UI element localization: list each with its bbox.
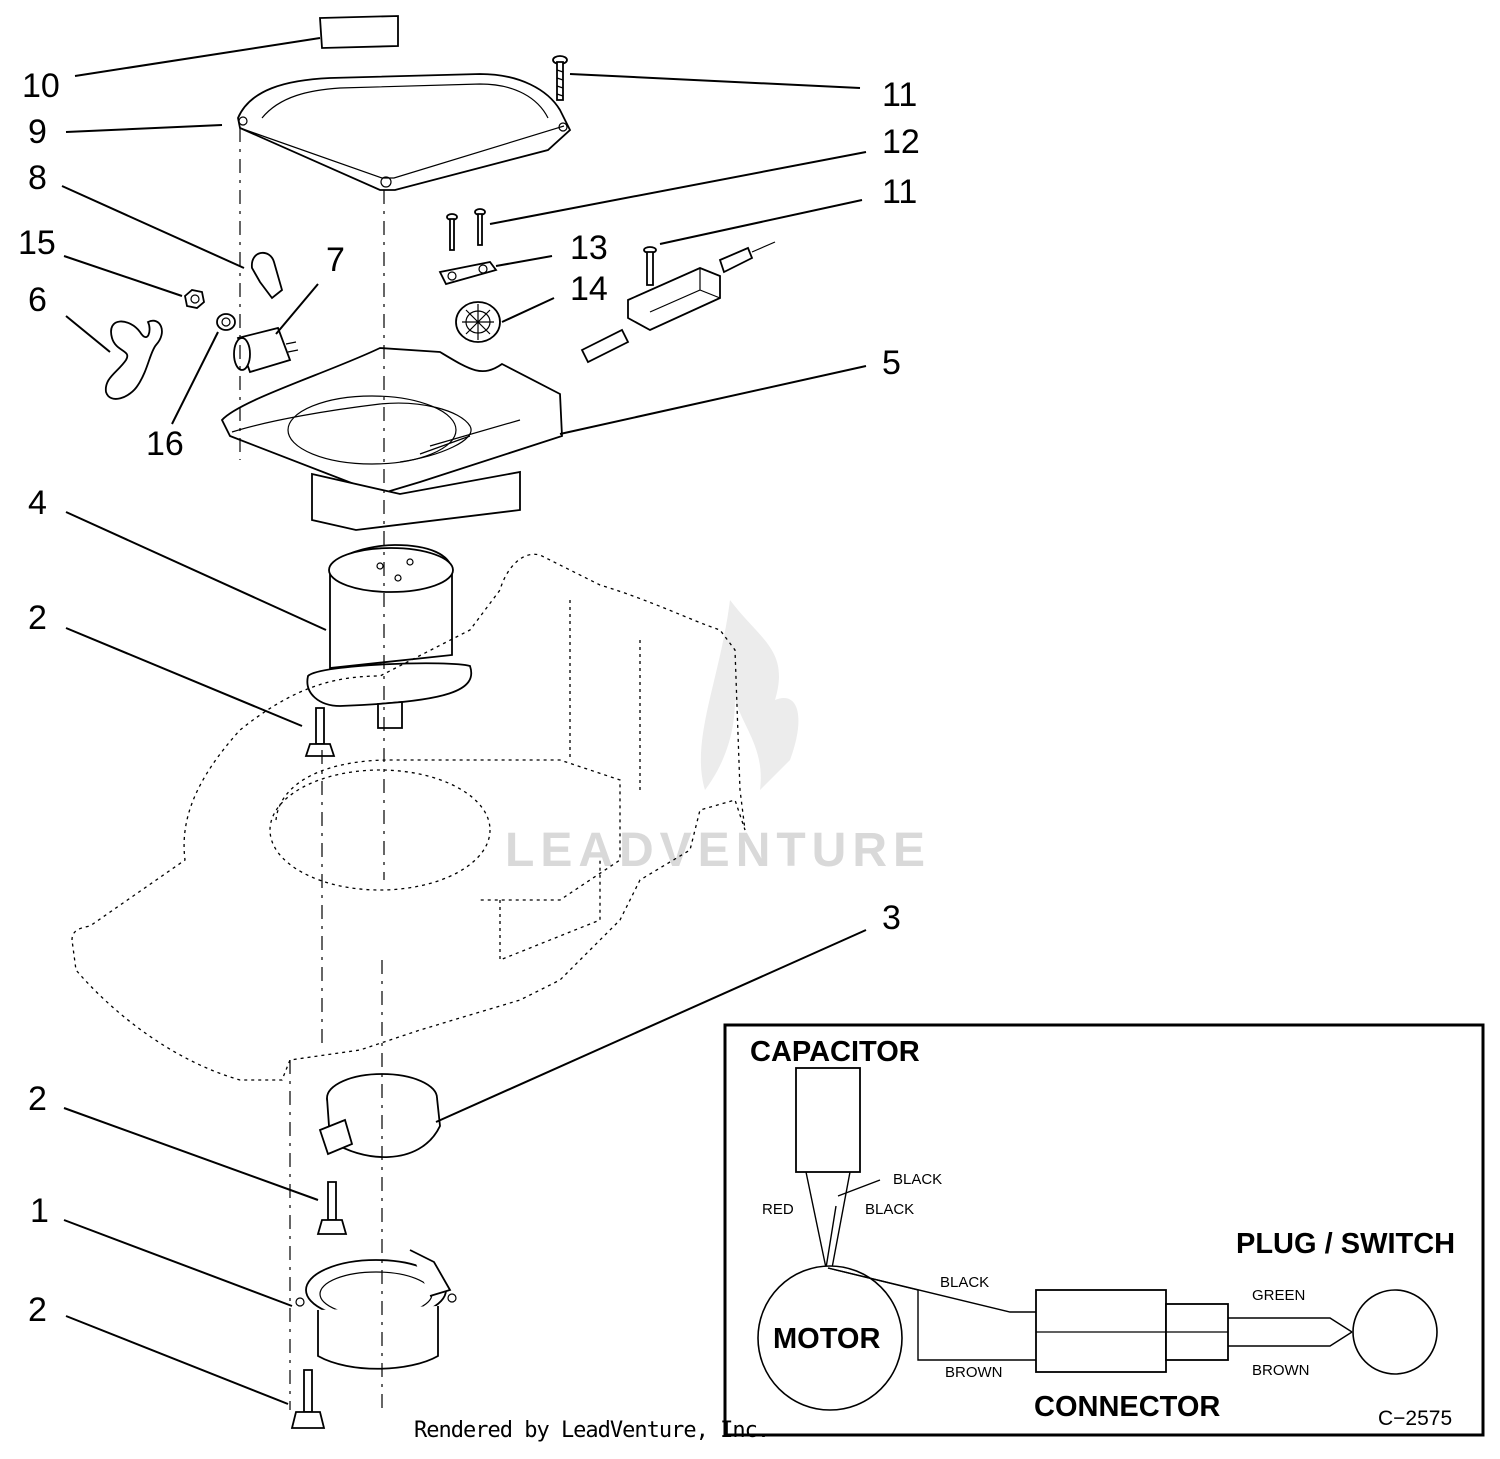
part-2-screw-b: [316, 1181, 348, 1235]
capacitor-symbol: [795, 1067, 861, 1173]
label-2-a: 2: [28, 599, 47, 637]
label-7: 7: [326, 241, 345, 279]
label-5: 5: [882, 344, 901, 382]
wire-brown-to-connector: [827, 1267, 1036, 1361]
label-3: 3: [882, 899, 901, 937]
part-14-grommet: [455, 301, 501, 343]
part-6-wire-loop: [105, 319, 163, 400]
motor-title: MOTOR: [773, 1323, 880, 1355]
wire-green-label: GREEN: [1252, 1287, 1305, 1304]
label-16: 16: [146, 425, 184, 463]
connector-title: CONNECTOR: [1034, 1391, 1220, 1423]
leader-lines: [61, 37, 867, 1405]
plug-switch-symbol: [1352, 1289, 1438, 1375]
footer-credit: Rendered by LeadVenture, Inc.: [414, 1418, 770, 1443]
part-9-top-cover: [237, 73, 572, 191]
diagram-code: C−2575: [1378, 1407, 1452, 1430]
part-10-label-sticker: [319, 15, 399, 49]
wire-brown-label-1: BROWN: [945, 1364, 1003, 1381]
part-7-breaker: [233, 326, 299, 374]
motor-symbol: [757, 1265, 903, 1411]
wiring-schematic: CAPACITOR RED BLACK BLACK MOTOR BLACK BR…: [723, 1023, 1485, 1437]
connector-body: [1035, 1289, 1167, 1373]
label-11-a: 11: [882, 76, 917, 114]
part-8-clip: [251, 252, 284, 300]
part-12-screws: [446, 208, 486, 251]
label-10: 10: [22, 67, 60, 105]
label-8: 8: [28, 159, 47, 197]
label-6: 6: [28, 281, 47, 319]
part-5-motor-housing: [220, 347, 563, 531]
wire-black-label-1: BLACK: [893, 1171, 942, 1188]
center-lines: [239, 128, 385, 1410]
label-2-b: 2: [28, 1080, 47, 1118]
label-15: 15: [18, 224, 56, 262]
label-13: 13: [570, 229, 608, 267]
deck-frame: [71, 553, 746, 1081]
label-12: 12: [882, 123, 920, 161]
part-2-screw-a: [304, 707, 336, 757]
part-3-deflector: [318, 1073, 441, 1158]
part-15-nut: [184, 289, 205, 309]
label-1: 1: [30, 1192, 49, 1230]
label-4: 4: [28, 484, 47, 522]
plug-switch-title: PLUG / SWITCH: [1236, 1228, 1455, 1260]
part-13-cord-clamp: [438, 261, 498, 286]
label-11-b: 11: [882, 173, 917, 211]
part-16-washer: [216, 313, 236, 331]
label-2-c: 2: [28, 1291, 47, 1329]
watermark: LEADVENTURE: [505, 600, 931, 877]
wire-black-label-2: BLACK: [865, 1201, 914, 1218]
part-number-labels: 10 9 8 15 6 7 16 4 2 2 1 2 11 12 11 13 1…: [18, 67, 920, 1329]
part-1-adapter: [295, 1249, 457, 1370]
part-4-motor: [306, 544, 473, 729]
label-9: 9: [28, 113, 47, 151]
part-11-capacitor-screw: [580, 241, 776, 364]
capacitor-wires: [805, 1171, 881, 1269]
part-2-screw-c: [290, 1369, 326, 1429]
wire-brown-label-2: BROWN: [1252, 1362, 1310, 1379]
watermark-flame-icon: [700, 600, 799, 790]
watermark-text: LEADVENTURE: [505, 824, 931, 877]
capacitor-title: CAPACITOR: [750, 1036, 920, 1068]
label-14: 14: [570, 270, 608, 308]
wire-to-plug-switch: [1228, 1317, 1353, 1347]
wire-black-label-3: BLACK: [940, 1274, 989, 1291]
wire-red-label: RED: [762, 1201, 794, 1218]
part-11-screw-top: [552, 55, 568, 101]
